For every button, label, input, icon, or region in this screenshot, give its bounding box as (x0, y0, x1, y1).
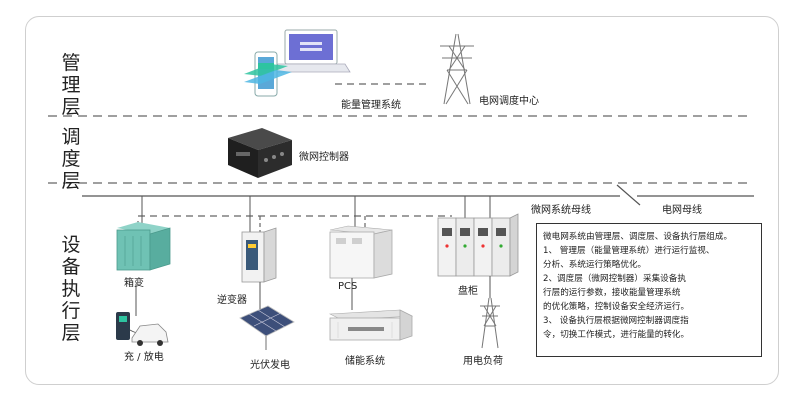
storage-container-icon (328, 309, 414, 341)
description-line: 令，切换工作模式，进行能量的转化。 (543, 330, 690, 340)
control-link (137, 215, 452, 228)
load-tower-icon (480, 297, 500, 349)
description-line: 的优化策略，控制设备安全经济运行。 (543, 302, 690, 312)
inverter-icon (241, 227, 277, 310)
layer-label-management: 管理层 (61, 52, 81, 118)
grid-tower-icon (440, 33, 474, 105)
solar-panel-icon (239, 305, 295, 350)
label-storage: 储能系统 (345, 356, 385, 367)
switch-cabinet-icon (437, 213, 519, 298)
label-grid-center: 电网调度中心 (479, 96, 539, 107)
description-line: 微电网系统由管理层、调度层、设备执行层组成。 (543, 232, 733, 242)
description-box: 微电网系统由管理层、调度层、设备执行层组成。 1、 管理层（能量管理系统）进行运… (536, 223, 762, 357)
transformer-icon (116, 222, 171, 271)
label-grid-bus: 电网母线 (662, 205, 702, 216)
description-line: 分析、系统运行策略优化。 (543, 260, 647, 270)
label-load: 用电负荷 (463, 356, 503, 367)
label-ems: 能量管理系统 (341, 100, 401, 111)
layer-label-dispatch: 调度层 (61, 126, 81, 192)
charging-car-icon (116, 284, 169, 346)
pcs-icon (329, 225, 393, 310)
label-transformer: 箱变 (124, 278, 144, 289)
description-line: 3、 设备执行层根据微网控制器调度指 (543, 316, 689, 326)
layer-label-execution: 设备执行层 (61, 234, 81, 344)
description-line: 行层的运行参数，接收能量管理系统 (543, 288, 681, 298)
label-charging: 充 / 放电 (124, 352, 164, 363)
label-inverter: 逆变器 (217, 295, 247, 306)
label-pv: 光伏发电 (250, 360, 290, 371)
label-mg-bus: 微网系统母线 (531, 205, 591, 216)
description-line: 2、调度层（微网控制器）采集设备执 (543, 274, 686, 284)
mg-controller-icon (228, 128, 292, 178)
label-pcs: PCS (338, 281, 358, 292)
label-mg-controller: 微网控制器 (299, 152, 349, 163)
bus-breaker (616, 184, 641, 206)
description-line: 1、 管理层（能量管理系统）进行运行监视、 (543, 246, 715, 256)
ems-device-icon (244, 29, 351, 97)
label-panel: 盘柜 (458, 286, 478, 297)
